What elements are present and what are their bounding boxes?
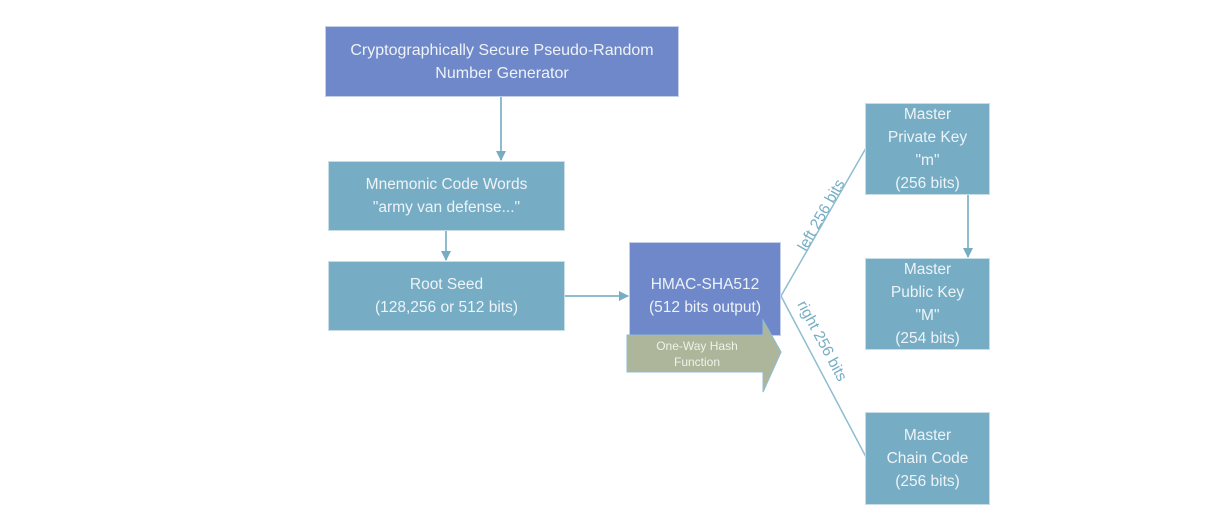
root-seed-line-2: (128,256 or 512 bits) <box>374 299 519 316</box>
mnemonic-node: Mnemonic Code Words "army van defense...… <box>328 161 565 231</box>
root-seed-line-1: Root Seed <box>409 276 484 293</box>
public-key-line-4: (254 bits) <box>895 330 960 347</box>
master-chain-code-node: Master Chain Code (256 bits) <box>865 412 990 505</box>
private-key-line-2: Private Key <box>887 129 968 146</box>
hash-label-line-1: One-Way Hash <box>656 338 738 353</box>
csprng-line-2: Number Generator <box>435 64 569 82</box>
hash-label-line-2: Function <box>673 354 721 369</box>
master-private-key-node: Master Private Key "m" (256 bits) <box>865 103 990 195</box>
hmac-line-2: (512 bits output) <box>648 299 761 316</box>
csprng-node: Cryptographically Secure Pseudo-Random N… <box>325 26 679 97</box>
hash-function-label: One-Way Hash Function <box>627 335 767 372</box>
hash-function-arrow-shape <box>626 318 782 393</box>
master-public-key-node: Master Public Key "M" (254 bits) <box>865 258 990 350</box>
private-key-line-3: "m" <box>915 152 940 169</box>
line-hmac-to-private-key <box>780 147 867 297</box>
chain-code-line-2: Chain Code <box>886 450 969 467</box>
public-key-line-2: Public Key <box>890 284 965 301</box>
chain-code-line-3: (256 bits) <box>895 473 960 490</box>
chain-code-line-1: Master <box>903 427 952 444</box>
csprng-line-1: Cryptographically Secure Pseudo-Random <box>350 41 654 59</box>
public-key-line-3: "M" <box>915 307 940 324</box>
hmac-line-1: HMAC-SHA512 <box>650 276 760 293</box>
mnemonic-line-1: Mnemonic Code Words <box>365 176 528 193</box>
mnemonic-line-2: "army van defense..." <box>372 199 521 216</box>
public-key-line-1: Master <box>903 261 952 278</box>
line-hmac-to-chain-code <box>780 295 867 458</box>
private-key-line-4: (256 bits) <box>895 175 960 192</box>
root-seed-node: Root Seed (128,256 or 512 bits) <box>328 261 565 331</box>
private-key-line-1: Master <box>903 106 952 123</box>
